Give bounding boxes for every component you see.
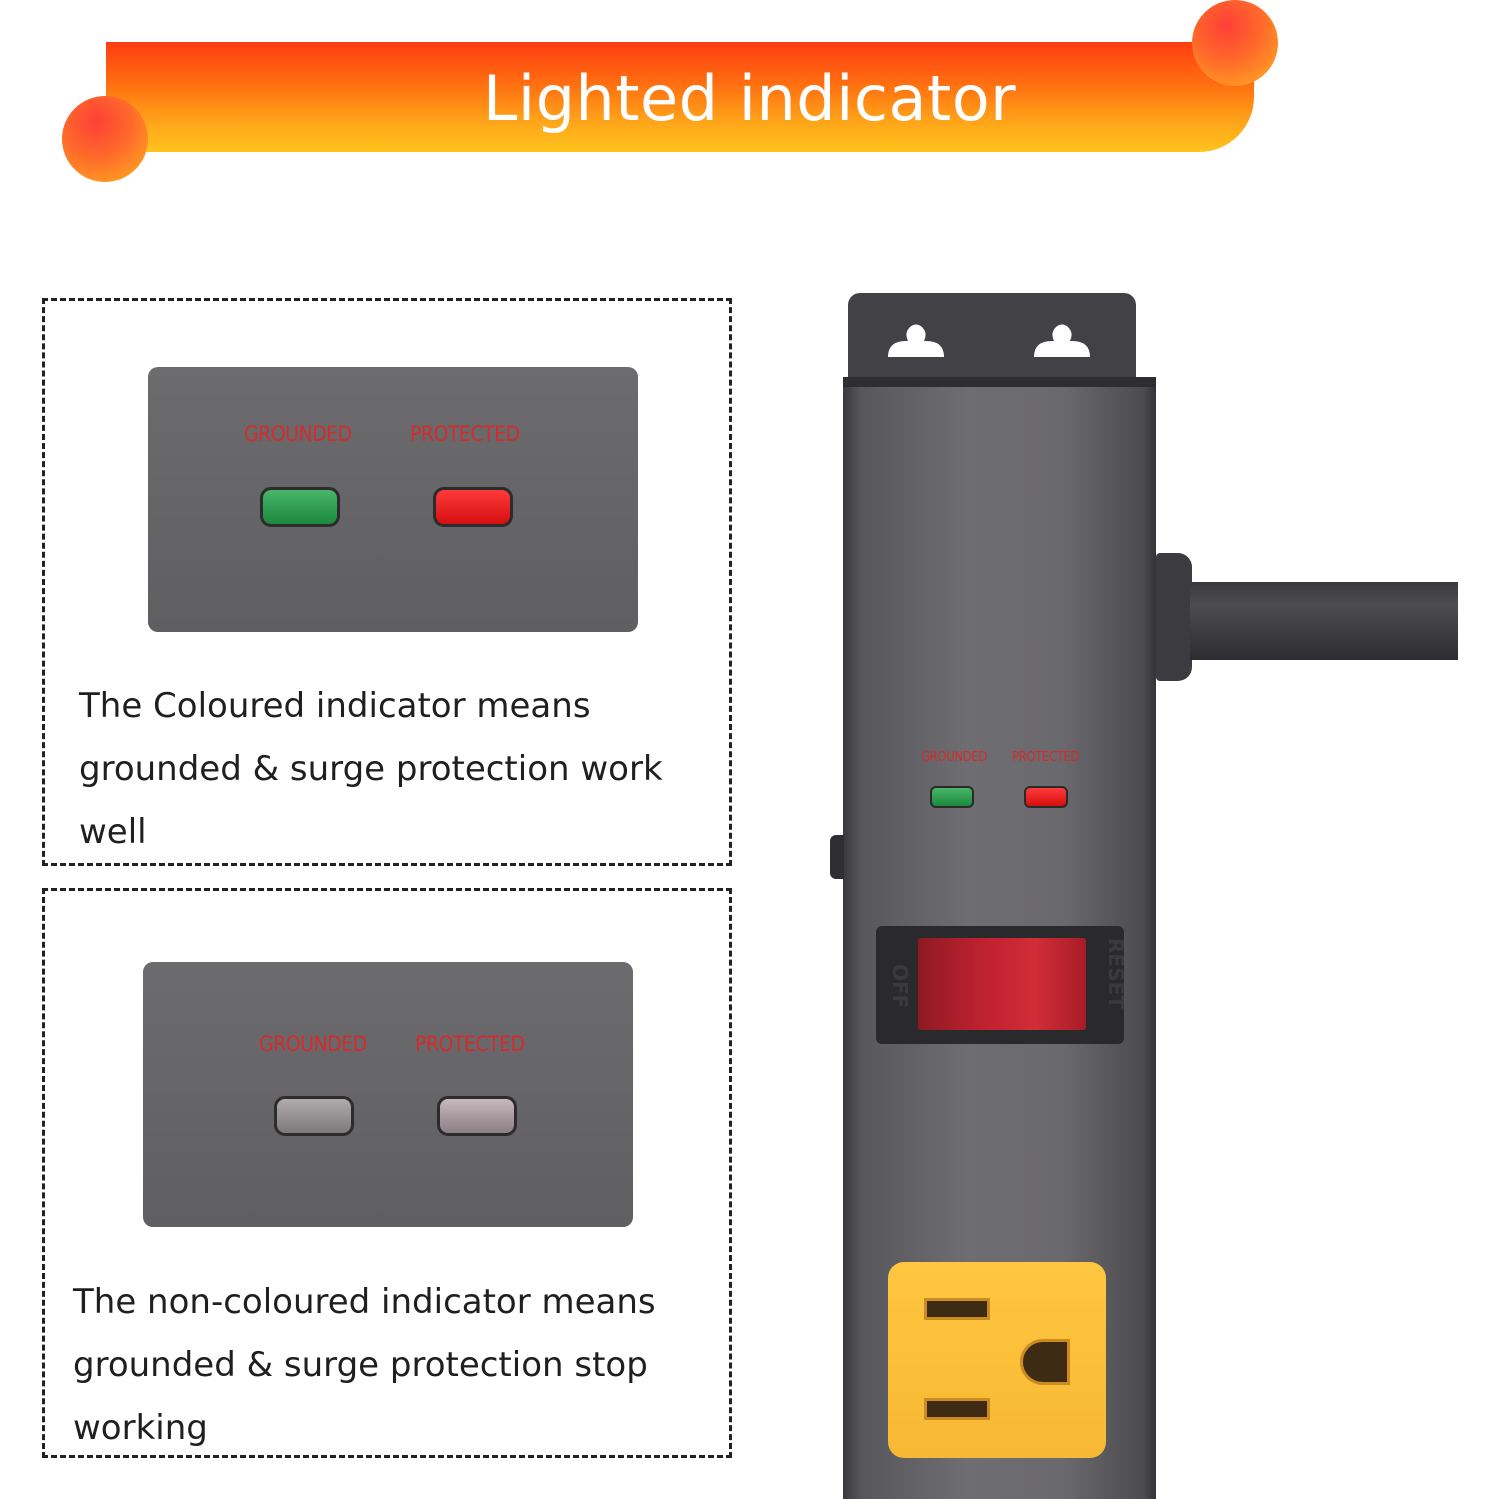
page-title: Lighted indicator (482, 62, 1017, 135)
protected-lamp-red (433, 487, 513, 527)
side-knob (830, 835, 844, 879)
protected-label: PROTECTED (410, 422, 520, 446)
protected-lamp-off (437, 1096, 517, 1136)
panel-indicator-off: GROUNDED PROTECTED The non-coloured indi… (42, 888, 732, 1458)
keyhole-icon (888, 324, 944, 357)
panel-indicator-on: GROUNDED PROTECTED The Coloured indicato… (42, 298, 732, 866)
strip-grounded-label: GROUNDED (921, 750, 987, 765)
strip-grounded-lamp (930, 786, 974, 808)
caption-off: The non-coloured indicator means grounde… (73, 1271, 656, 1460)
power-strip-top-edge (843, 377, 1156, 387)
outlet-ground-hole (1020, 1339, 1070, 1385)
ac-outlet (888, 1262, 1106, 1458)
caption-on: The Coloured indicator means grounded & … (79, 675, 729, 864)
title-banner (106, 42, 1254, 152)
indicator-plate-off: GROUNDED PROTECTED (143, 962, 633, 1227)
grounded-lamp-green (260, 487, 340, 527)
switch-off-label: OFF (888, 964, 912, 1009)
grounded-label: GROUNDED (259, 1032, 367, 1056)
caption-off-line-3: working (73, 1408, 208, 1448)
power-cord (1190, 582, 1458, 660)
keyhole-icon (1034, 324, 1090, 357)
decorative-ball-right (1192, 0, 1278, 86)
rocker-switch[interactable] (918, 938, 1086, 1030)
decorative-ball-left (62, 96, 148, 182)
indicator-plate-on: GROUNDED PROTECTED (148, 367, 638, 632)
caption-off-line-2: grounded & surge protection stop (73, 1345, 648, 1385)
outlet-slot-top (924, 1298, 990, 1320)
strip-protected-label: PROTECTED (1012, 750, 1080, 765)
cord-strain-relief (1156, 553, 1192, 681)
grounded-lamp-off (274, 1096, 354, 1136)
caption-on-line-2: grounded & surge protection work well (79, 749, 663, 852)
caption-off-line-1: The non-coloured indicator means (73, 1282, 656, 1322)
mounting-bracket (848, 293, 1136, 393)
strip-protected-lamp (1024, 786, 1068, 808)
switch-reset-label: RESET (1104, 938, 1128, 1009)
outlet-slot-bottom (924, 1398, 990, 1420)
protected-label: PROTECTED (415, 1032, 525, 1056)
caption-on-line-1: The Coloured indicator means (79, 686, 591, 726)
grounded-label: GROUNDED (244, 422, 352, 446)
